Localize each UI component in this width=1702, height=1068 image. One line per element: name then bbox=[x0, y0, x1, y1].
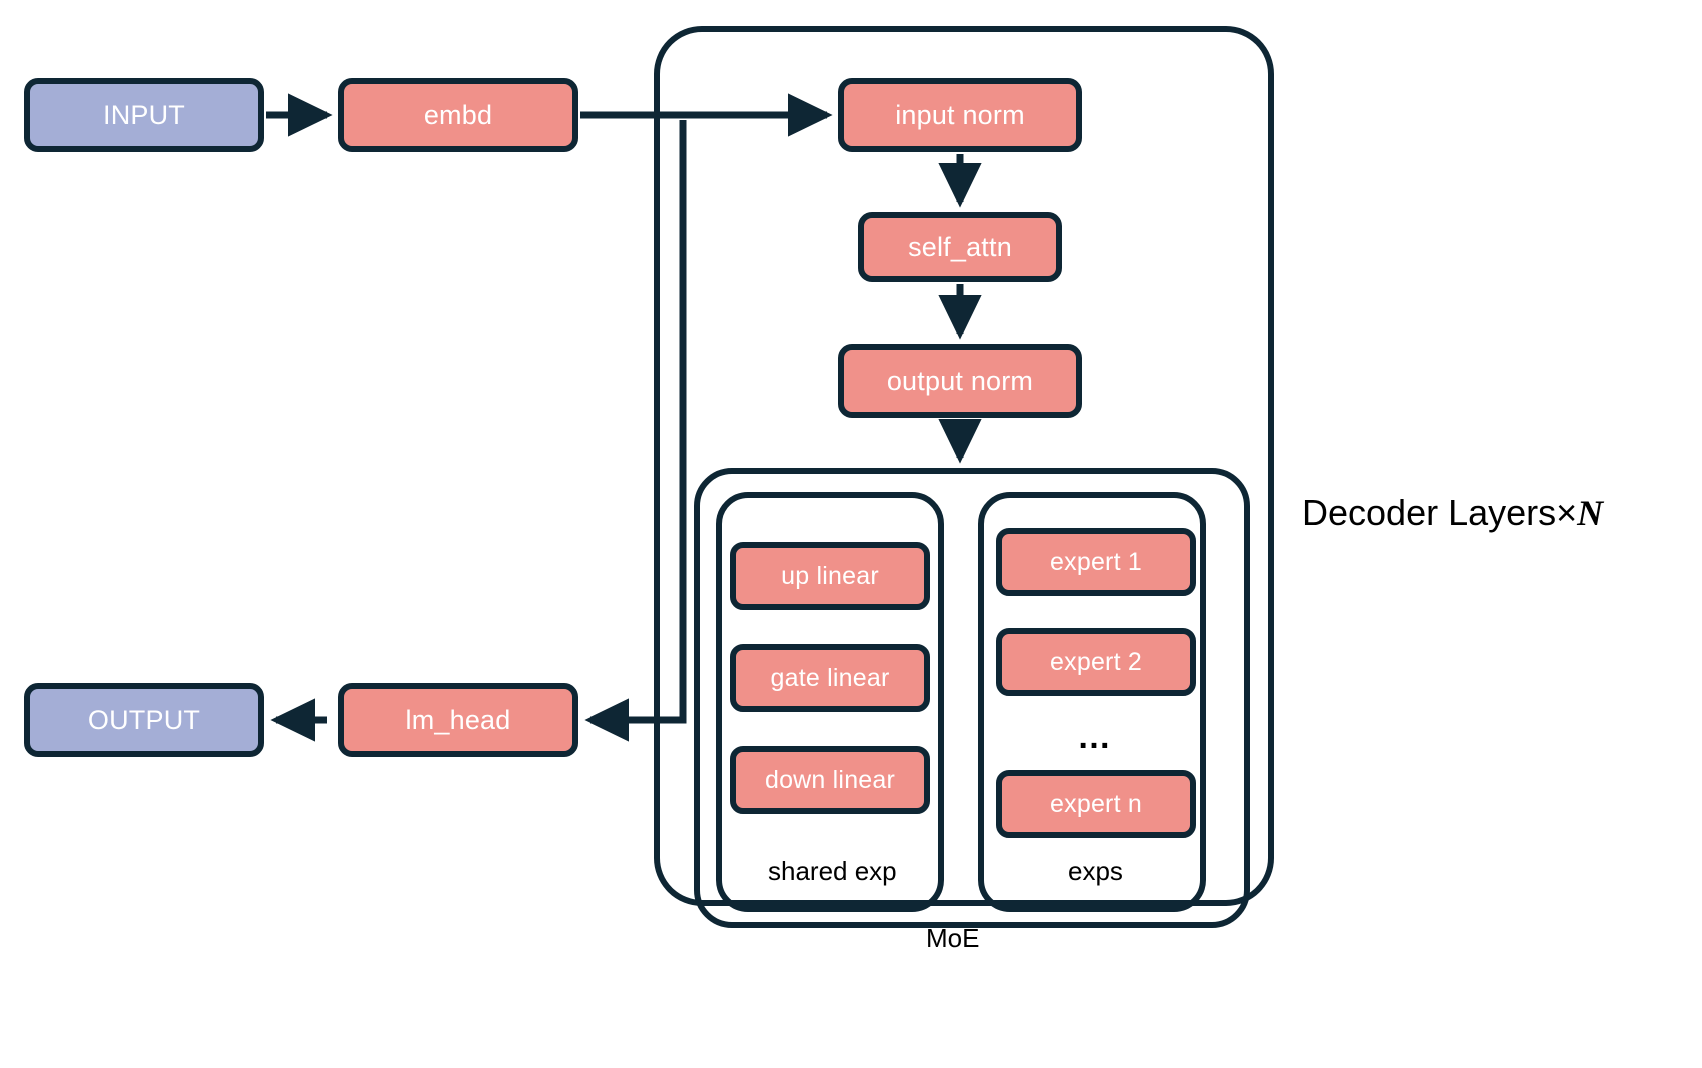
shared-expert-container bbox=[716, 492, 944, 912]
lm-head-node-label: lm_head bbox=[405, 704, 511, 735]
gate-linear-node[interactable]: gate linear bbox=[730, 644, 930, 712]
self-attn-node[interactable]: self_attn bbox=[858, 212, 1062, 282]
decoder-layers-count-var: N bbox=[1577, 493, 1604, 533]
expert-n-node-label: expert n bbox=[1050, 789, 1142, 818]
self-attn-node-label: self_attn bbox=[908, 231, 1012, 262]
exps-label: exps bbox=[1068, 856, 1123, 886]
gate-linear-node-label: gate linear bbox=[770, 663, 890, 692]
output-norm-node[interactable]: output norm bbox=[838, 344, 1082, 418]
decoder-layers-caption-text: Decoder Layers× bbox=[1302, 492, 1578, 533]
decoder-layers-caption: Decoder Layers×N bbox=[1302, 492, 1604, 533]
expert-2-node[interactable]: expert 2 bbox=[996, 628, 1196, 696]
input-norm-node[interactable]: input norm bbox=[838, 78, 1082, 152]
moe-label: MoE bbox=[926, 923, 980, 953]
expert-1-node[interactable]: expert 1 bbox=[996, 528, 1196, 596]
output-norm-node-label: output norm bbox=[886, 365, 1034, 396]
input-node-label: INPUT bbox=[103, 99, 185, 130]
experts-ellipsis-label: … bbox=[1077, 718, 1113, 756]
expert-1-node-label: expert 1 bbox=[1050, 547, 1142, 576]
output-node[interactable]: OUTPUT bbox=[24, 683, 264, 757]
moe-container bbox=[694, 468, 1250, 928]
input-norm-node-label: input norm bbox=[895, 99, 1025, 130]
down-linear-node[interactable]: down linear bbox=[730, 746, 930, 814]
embd-node[interactable]: embd bbox=[338, 78, 578, 152]
up-linear-node[interactable]: up linear bbox=[730, 542, 930, 610]
embd-node-label: embd bbox=[423, 99, 493, 130]
input-node[interactable]: INPUT bbox=[24, 78, 264, 152]
up-linear-node-label: up linear bbox=[781, 561, 879, 590]
routed-experts-container bbox=[978, 492, 1206, 912]
output-node-label: OUTPUT bbox=[87, 704, 201, 735]
lm-head-node[interactable]: lm_head bbox=[338, 683, 578, 757]
shared-exp-label: shared exp bbox=[768, 856, 897, 886]
expert-n-node[interactable]: expert n bbox=[996, 770, 1196, 838]
expert-2-node-label: expert 2 bbox=[1050, 647, 1142, 676]
down-linear-node-label: down linear bbox=[764, 765, 896, 794]
